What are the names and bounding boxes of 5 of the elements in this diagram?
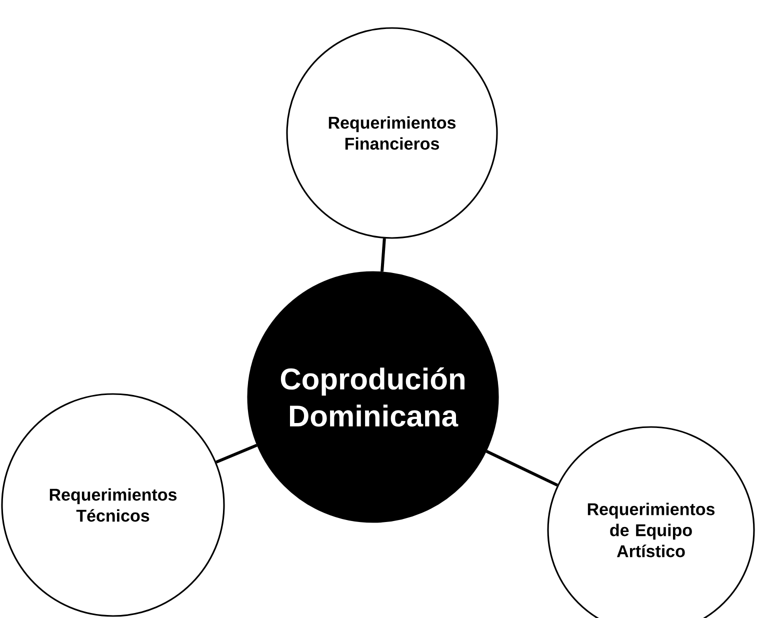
connector-line: [380, 238, 386, 272]
connector-line: [486, 450, 558, 487]
connector-line: [216, 444, 258, 464]
circle-node: Requerimientos Técnicos: [1, 393, 225, 617]
circle-node: Requerimientos Financieros: [286, 27, 498, 239]
